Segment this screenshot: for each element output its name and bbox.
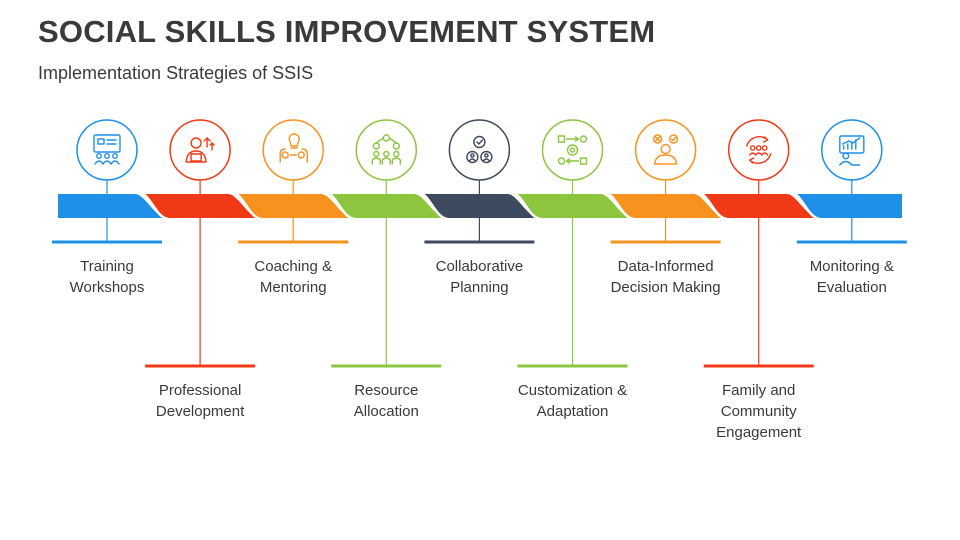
label-underline [52, 240, 162, 244]
ribbon-segment [605, 194, 726, 218]
ribbon-twist [325, 191, 355, 221]
ribbon-segment [512, 194, 633, 218]
resource-network-icon [371, 134, 401, 165]
step-label: Monitoring & Evaluation [777, 256, 927, 298]
ribbon-segment [419, 194, 540, 218]
step-label-line: Evaluation [816, 279, 887, 296]
label-underline [331, 364, 442, 368]
label-underline [796, 240, 907, 244]
ribbon-twist [418, 191, 448, 221]
step-label-line: Community [720, 403, 797, 420]
step-label-line: Allocation [353, 403, 419, 420]
step-node [727, 119, 790, 181]
step-node [448, 119, 511, 181]
step-label-line: Data-Informed [617, 258, 714, 275]
step-label-line: Planning [450, 279, 509, 296]
step-label-line: Development [155, 403, 245, 420]
step-label-line: Customization & [517, 382, 628, 399]
step-node [169, 119, 231, 181]
collaboration-people-icon [466, 135, 493, 164]
label-underline [145, 364, 256, 368]
ribbon-segment [791, 194, 902, 218]
label-underline [424, 240, 535, 244]
step-label: Customization & Adaptation [498, 380, 648, 422]
step-label-line: Adaptation [536, 403, 609, 420]
step-node [821, 119, 883, 181]
monitoring-chart-icon [839, 135, 865, 166]
icon-circle [821, 119, 883, 181]
icon-circle [448, 119, 511, 181]
training-board-icon [93, 134, 121, 165]
step-label-line: Training [80, 258, 134, 275]
step-label-line: Collaborative [435, 258, 524, 275]
label-underline [517, 364, 628, 368]
ribbon-segment [58, 194, 167, 218]
step-label-line: Monitoring & [809, 258, 894, 275]
ribbon-twist [512, 191, 541, 221]
community-group-icon [746, 136, 772, 164]
page-title: SOCIAL SKILLS IMPROVEMENT SYSTEM [38, 14, 656, 49]
label-underline [703, 364, 814, 368]
ribbon-segment [326, 194, 447, 218]
page-subtitle: Implementation Strategies of SSIS [38, 63, 314, 83]
step-label-line: Workshops [69, 279, 145, 296]
step-node [76, 119, 138, 181]
step-label-line: Coaching & [254, 258, 332, 275]
step-label-line: Family and [722, 382, 796, 399]
icon-circle [355, 119, 418, 181]
icon-circle [169, 119, 231, 181]
ribbon-twist [698, 191, 728, 221]
step-node [262, 119, 324, 181]
customization-gears-icon [557, 135, 588, 165]
ribbon-segment [698, 194, 819, 218]
ribbon-segment [140, 194, 261, 218]
ribbon-twist [605, 191, 634, 221]
label-underline [238, 240, 349, 244]
icon-circle [541, 119, 604, 181]
professional-growth-icon [185, 137, 215, 163]
ribbon-twist [232, 191, 262, 221]
icon-circle [262, 119, 324, 181]
ribbon-twist [791, 191, 821, 221]
step-label-line: Decision Making [610, 279, 721, 296]
coaching-idea-icon [279, 133, 308, 163]
label-underline [610, 240, 721, 244]
icon-circle [76, 119, 138, 181]
ribbon-twist [139, 191, 169, 221]
step-label-line: Resource [354, 382, 419, 399]
decision-person-icon [652, 134, 679, 165]
step-label: Coaching & Mentoring [218, 256, 368, 298]
icon-circle [634, 119, 697, 181]
step-label-line: Professional [158, 382, 242, 399]
ribbon-segment [233, 194, 354, 218]
step-label-line: Engagement [716, 424, 802, 441]
step-node [634, 119, 697, 181]
step-label-line: Mentoring [259, 279, 327, 296]
step-node [355, 119, 418, 181]
step-node [541, 119, 604, 181]
